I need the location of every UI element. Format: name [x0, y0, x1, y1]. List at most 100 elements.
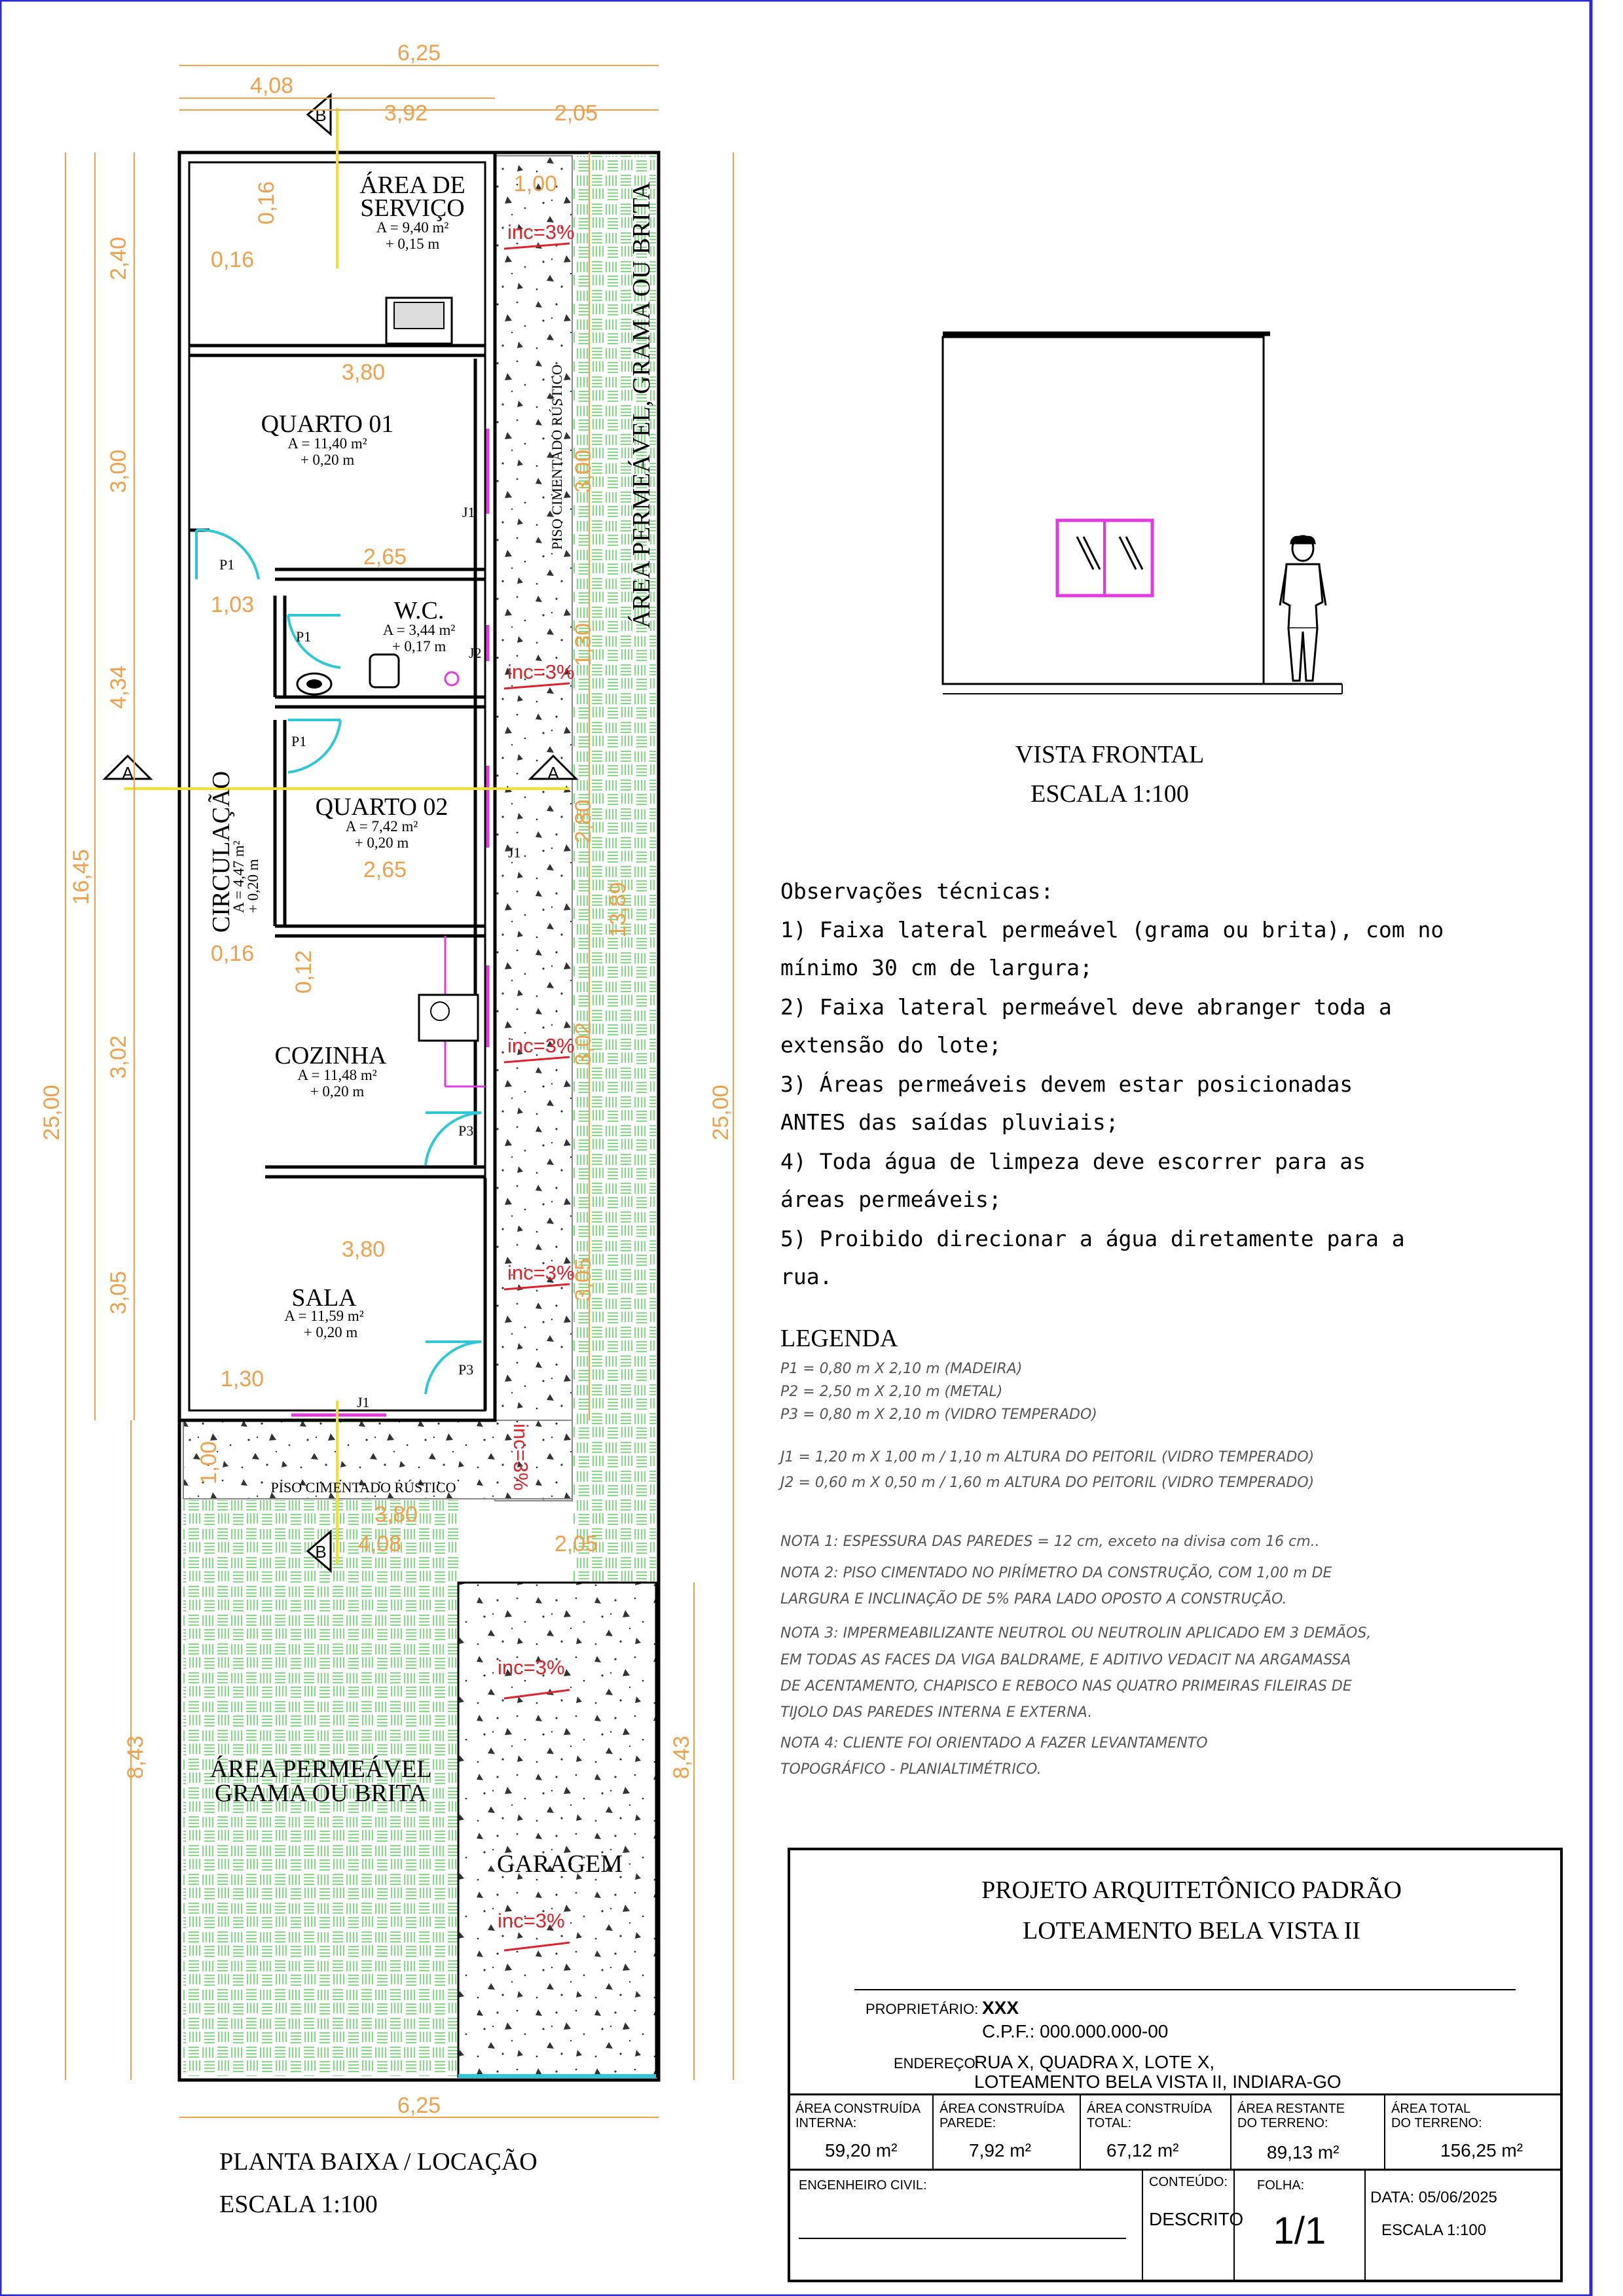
room-sala-level: + 0,20 m — [304, 1324, 358, 1340]
content-value: DESCRITO — [1149, 2209, 1243, 2229]
room-cozinha-title: COZINHA — [275, 1042, 388, 1069]
permeable-front-title: ÁREA PERMEÁVEL — [210, 1755, 432, 1783]
door-p3-cozinha — [424, 1111, 482, 1166]
note-line: 2) Faixa lateral permeável deve abranger… — [780, 994, 1392, 1020]
slope-label: inc=3% — [507, 221, 575, 243]
area-cell-value: 89,13 m² — [1267, 2142, 1340, 2162]
concrete-side-label: PISO CIMENTADO RÚSTICO — [549, 365, 565, 550]
dim-left-total: 25,00 — [39, 1085, 64, 1140]
door-p1-wc — [287, 614, 341, 669]
legend-item: J2 = 0,60 m X 0,50 m / 1,60 m ALTURA DO … — [778, 1475, 1314, 1491]
fixtures — [296, 296, 479, 1042]
wc-drain-icon — [444, 671, 460, 687]
legend-note: NOTA 4: CLIENTE FOI ORIENTADO A FAZER LE… — [780, 1735, 1208, 1751]
room-sala-title: SALA — [291, 1284, 357, 1312]
room-garagem-title: GARAGEM — [497, 1850, 623, 1878]
door-label-p1: P1 — [296, 628, 311, 645]
scale-value: ESCALA 1:100 — [1381, 2221, 1486, 2239]
note-line: mínimo 30 cm de largura; — [780, 955, 1093, 980]
legend-note: NOTA 2: PISO CIMENTADO NO PIRÍMETRO DA C… — [780, 1564, 1332, 1581]
slope-label: inc=3% — [498, 1656, 565, 1679]
dim-right-1: 3,00 — [571, 450, 596, 493]
window-label-j1: J1 — [357, 1394, 370, 1410]
door-p3-sala — [424, 1340, 482, 1395]
permeable-front-right — [574, 1465, 656, 1583]
sheet-value: 1/1 — [1273, 2210, 1326, 2252]
area-cell-label: TOTAL: — [1087, 2116, 1131, 2130]
dim-wall-016: 0,16 — [254, 181, 279, 224]
room-quarto02-title: QUARTO 02 — [316, 793, 448, 821]
owner-cpf: C.P.F.: 000.000.000-00 — [982, 2021, 1168, 2041]
date-value: DATA: 05/06/2025 — [1370, 2189, 1497, 2206]
concrete-side-strip — [494, 155, 573, 1501]
elevation-title: VISTA FRONTAL — [1015, 741, 1204, 768]
area-cell-value: 7,92 m² — [969, 2140, 1031, 2161]
dim-top-total: 6,25 — [397, 41, 441, 65]
room-servico-title-2: SERVIÇO — [360, 194, 465, 222]
dim-sala-door: 1,30 — [221, 1367, 264, 1391]
dim-wc-width: 2,65 — [363, 545, 407, 569]
room-servico-area: A = 9,40 m² — [376, 219, 449, 236]
dim-top-205: 2,05 — [555, 101, 598, 126]
concrete-front-strip — [183, 1420, 573, 1499]
elevation-facade — [941, 336, 1265, 685]
elevation-scale: ESCALA 1:100 — [1030, 780, 1189, 808]
dim-top-392: 3,92 — [384, 101, 428, 126]
note-line: rua. — [780, 1264, 832, 1289]
dimension-lines — [65, 65, 734, 2118]
section-a-label: A — [547, 763, 559, 783]
permeable-front-area — [183, 1500, 458, 2076]
window-label-j1: J1 — [508, 844, 521, 861]
room-quarto02-level: + 0,20 m — [355, 834, 409, 851]
dim-right-total: 25,00 — [708, 1085, 733, 1140]
dim-bottom-408: 4,08 — [358, 1532, 401, 1556]
legend-note: TIJOLO DAS PAREDES INTERNA E EXTERNA. — [780, 1704, 1092, 1721]
area-cell-value: 59,20 m² — [825, 2140, 898, 2161]
dim-wall-012: 0,12 — [291, 950, 316, 994]
area-cell-label: ÁREA CONSTRUÍDA — [939, 2101, 1065, 2116]
permeable-side-label: ÁREA PERMEÁVEL, GRAMA OU BRITA — [628, 181, 655, 628]
permeable-front-subtitle: GRAMA OU BRITA — [215, 1780, 428, 1807]
room-sala-area: A = 11,59 m² — [284, 1308, 363, 1324]
address-label: ENDEREÇO: — [894, 2055, 979, 2072]
note-line: ANTES das saídas pluviais; — [780, 1109, 1119, 1135]
dim-piso-width: 1,00 — [514, 171, 557, 196]
section-marker-b-bottom: B — [306, 1529, 332, 1573]
front-elevation: VISTA FRONTAL ESCALA 1:100 — [941, 331, 1343, 808]
legend-note: NOTA 3: IMPERMEABILIZANTE NEUTROL OU NEU… — [780, 1624, 1371, 1641]
sheet-label: FOLHA: — [1257, 2178, 1304, 2193]
legend-note: LARGURA E INCLINAÇÃO DE 5% PARA LADO OPO… — [780, 1590, 1287, 1607]
area-cell-value: 156,25 m² — [1440, 2140, 1523, 2161]
room-circulacao-area: A = 4,47 m² — [230, 840, 247, 913]
slope-label: inc=3% — [509, 1424, 532, 1491]
area-cell-label: INTERNA: — [795, 2116, 856, 2130]
dim-right-2: 1,30 — [571, 623, 596, 666]
door-label-p3: P3 — [458, 1122, 473, 1139]
dim-left-quarto01: 3,00 — [106, 450, 131, 493]
concrete-front-label: PISO CIMENTADO RÚSTICO — [270, 1479, 456, 1496]
dim-quarto02-width: 2,65 — [363, 857, 407, 882]
door-label-p1: P1 — [291, 733, 306, 749]
address-line-1: RUA X, QUADRA X, LOTE X, — [974, 2052, 1214, 2072]
section-a-label: A — [122, 763, 134, 783]
room-wc-title: W.C. — [394, 597, 445, 624]
permeable-side-strip — [574, 156, 656, 1465]
room-servico-level: + 0,15 m — [386, 236, 440, 252]
dim-right-front: 8,43 — [669, 1736, 694, 1779]
project-title: PROJETO ARQUITETÔNICO PADRÃO — [981, 1876, 1402, 1904]
dim-p1-offset: 1,03 — [211, 592, 254, 617]
room-quarto01-area: A = 11,40 m² — [287, 435, 367, 452]
note-line: 5) Proibido direcionar a água diretament… — [780, 1226, 1405, 1251]
note-line: 4) Toda água de limpeza deve escorrer pa… — [780, 1149, 1366, 1174]
door-p1-quarto01 — [195, 528, 260, 580]
floor-plan: A A B B ÁREA DE SERVIÇO A = 9,40 m² + 0,… — [39, 41, 734, 2218]
bathroom-sink-icon — [369, 653, 400, 689]
slope-label: inc=3% — [507, 660, 575, 683]
legend-note: NOTA 1: ESPESSURA DAS PAREDES = 12 cm, e… — [780, 1534, 1320, 1550]
window-label-j1: J1 — [462, 504, 475, 520]
note-line: 3) Áreas permeáveis devem estar posicion… — [780, 1071, 1353, 1097]
dim-top-408: 4,08 — [250, 73, 293, 98]
room-circulacao-level: + 0,20 m — [245, 859, 261, 913]
